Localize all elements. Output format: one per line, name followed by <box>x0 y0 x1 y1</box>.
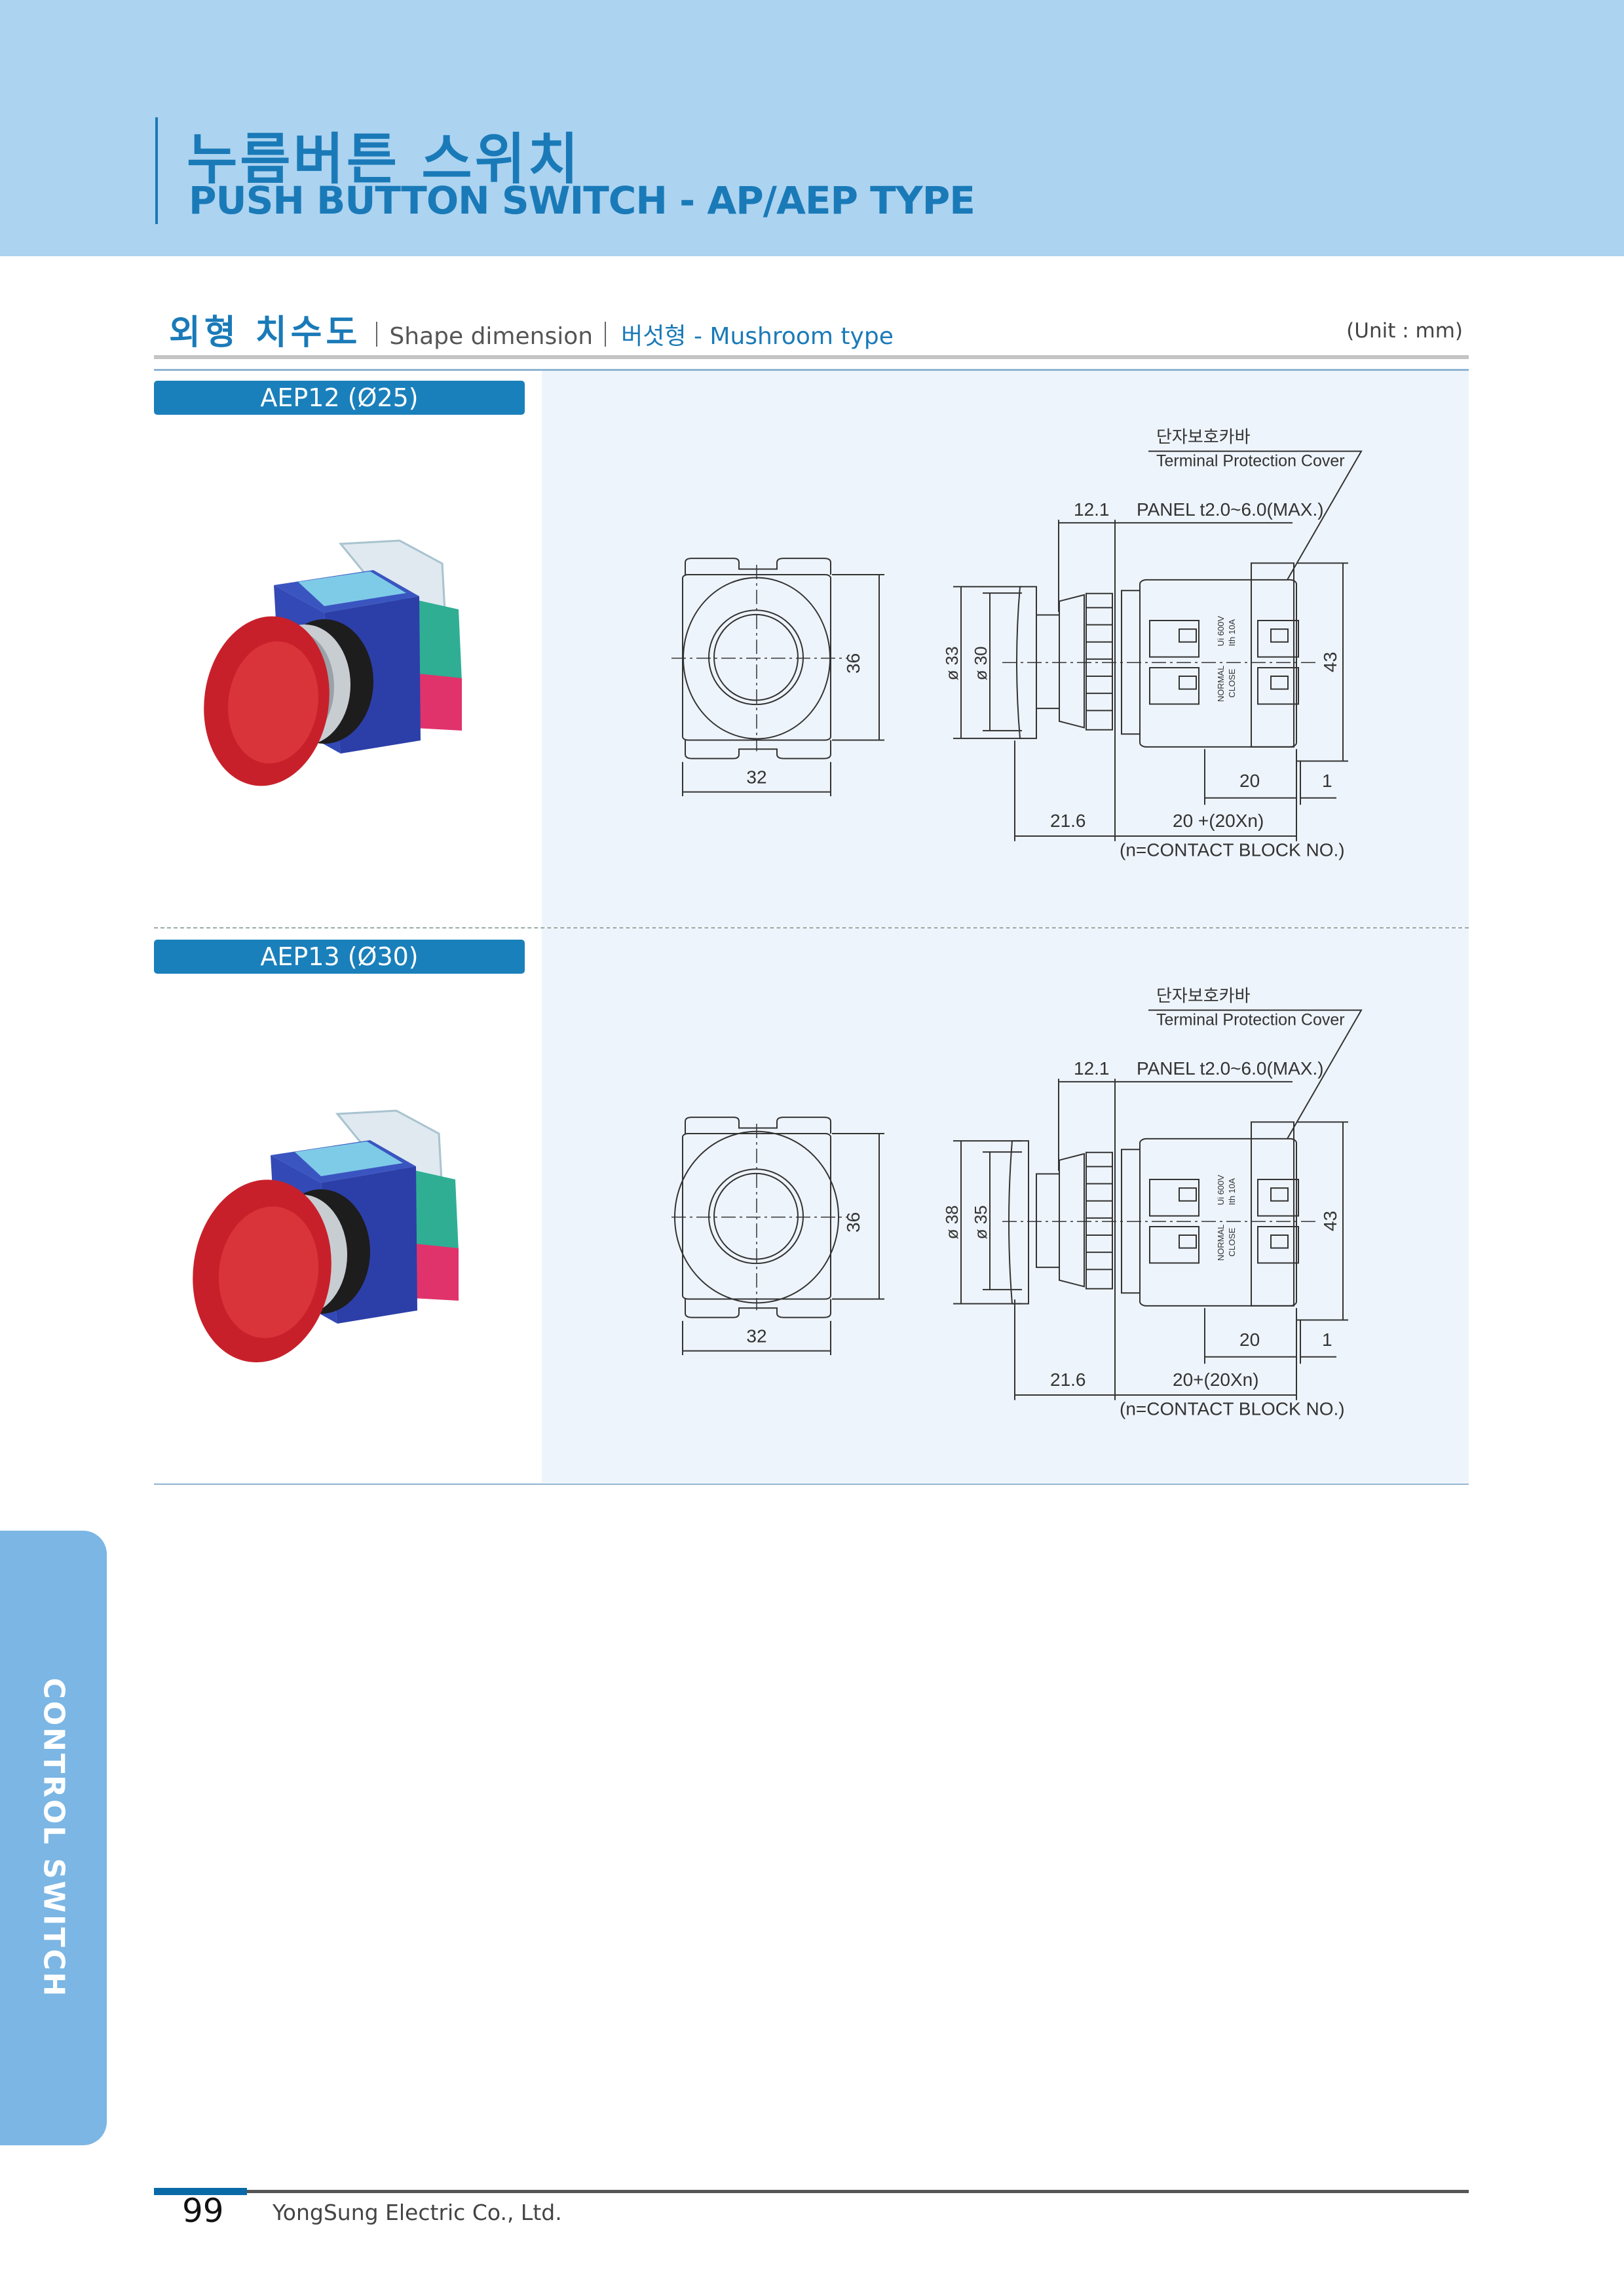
product-photo-aep12 <box>183 511 485 813</box>
divider <box>154 369 1469 371</box>
dimension-label: 36 <box>843 1212 863 1233</box>
dimension-drawing-aep12: 36 32 Ui 600V Ith 10A NORMAL CLOSE ø 33 … <box>655 406 1376 878</box>
header-accent-bar <box>155 117 158 224</box>
dimension-label: 36 <box>843 653 863 674</box>
cover-label-korean: 단자보호카바 <box>1156 427 1251 447</box>
rating-label: Ui 600V <box>1216 616 1226 647</box>
header-band <box>0 0 1624 256</box>
dimension-label: 1 <box>1322 1330 1332 1350</box>
dimension-label: ø 30 <box>971 646 991 680</box>
dimension-label: 43 <box>1320 652 1340 672</box>
page-title-english: PUSH BUTTON SWITCH - AP/AEP TYPE <box>189 178 975 223</box>
contact-type-label: CLOSE <box>1227 668 1237 697</box>
product-label-aep12: AEP12 (Ø25) <box>154 381 525 415</box>
product-photo-aep13 <box>180 1081 482 1383</box>
divider <box>154 355 1469 359</box>
dashed-divider <box>154 927 1469 928</box>
section-type: 버섯형 - Mushroom type <box>621 323 894 350</box>
company-name: YongSung Electric Co., Ltd. <box>273 2200 562 2225</box>
dimension-label: 12.1 <box>1074 1058 1110 1079</box>
side-tab-label: CONTROL SWITCH <box>37 1677 71 1999</box>
dimension-label: 20 <box>1239 1330 1260 1350</box>
dimension-label: 20 <box>1239 771 1260 791</box>
cover-label-english: Terminal Protection Cover <box>1156 1011 1345 1029</box>
dimension-label: 21.6 <box>1050 1369 1086 1390</box>
dimension-drawing-aep13: 36 32 Ui 600V Ith 10A NORMAL CLOSE ø 38 … <box>655 965 1376 1437</box>
dimension-label: PANEL t2.0~6.0(MAX.) <box>1137 1058 1324 1079</box>
contact-block-note: (n=CONTACT BLOCK NO.) <box>1120 1399 1345 1419</box>
dimension-label: 20 +(20Xn) <box>1173 811 1264 831</box>
section-title-english: Shape dimension <box>389 323 594 350</box>
unit-label: (Unit : mm) <box>1346 319 1463 343</box>
dimension-label: 32 <box>746 767 766 788</box>
page-title-korean: 누름버튼 스위치 <box>187 127 582 191</box>
rating-label: Ith 10A <box>1227 619 1237 647</box>
side-tab <box>0 1531 107 2145</box>
dimension-label: 12.1 <box>1074 499 1110 520</box>
front-view <box>671 558 884 796</box>
dimension-label: 32 <box>746 1326 766 1347</box>
technical-drawing: 36 32 Ui 600V Ith 10A NORMAL CLOSE ø 33 … <box>655 427 1376 860</box>
contact-block-note: (n=CONTACT BLOCK NO.) <box>1120 840 1345 860</box>
dimension-label: 1 <box>1322 771 1332 791</box>
footer-accent <box>154 2188 247 2195</box>
side-view <box>1002 1122 1317 1306</box>
dimension-label: 43 <box>1320 1211 1340 1231</box>
drawing-panel-aep12 <box>542 371 1469 927</box>
contact-type-label: CLOSE <box>1227 1227 1237 1256</box>
footer-line <box>247 2190 1469 2193</box>
divider <box>376 322 378 347</box>
section-heading: 외형 치수도 Shape dimension 버섯형 - Mushroom ty… <box>169 305 1463 353</box>
rating-label: Ui 600V <box>1216 1175 1226 1206</box>
drawing-panel-aep13 <box>542 928 1469 1483</box>
dimension-label: ø 35 <box>971 1205 991 1239</box>
contact-type-label: NORMAL <box>1216 1225 1226 1261</box>
push-button-photo <box>193 1109 459 1363</box>
push-button-photo <box>204 539 462 786</box>
technical-drawing: 36 32 Ui 600V Ith 10A NORMAL CLOSE ø 38 … <box>655 986 1376 1419</box>
dimension-label: 20+(20Xn) <box>1173 1369 1259 1390</box>
cover-label-korean: 단자보호카바 <box>1156 986 1251 1006</box>
rating-label: Ith 10A <box>1227 1178 1237 1206</box>
divider <box>154 1483 1469 1485</box>
side-view <box>1002 563 1317 747</box>
product-label-aep13: AEP13 (Ø30) <box>154 940 525 974</box>
cover-label-english: Terminal Protection Cover <box>1156 452 1345 470</box>
section-title-korean: 외형 치수도 <box>169 313 362 353</box>
dimension-label: ø 38 <box>942 1205 962 1239</box>
dimension-label: PANEL t2.0~6.0(MAX.) <box>1137 499 1324 520</box>
dimension-label: ø 33 <box>942 646 962 680</box>
front-view <box>671 1117 884 1355</box>
divider <box>605 322 607 347</box>
page-number: 99 <box>182 2192 224 2230</box>
contact-type-label: NORMAL <box>1216 666 1226 702</box>
dimension-label: 21.6 <box>1050 811 1086 831</box>
